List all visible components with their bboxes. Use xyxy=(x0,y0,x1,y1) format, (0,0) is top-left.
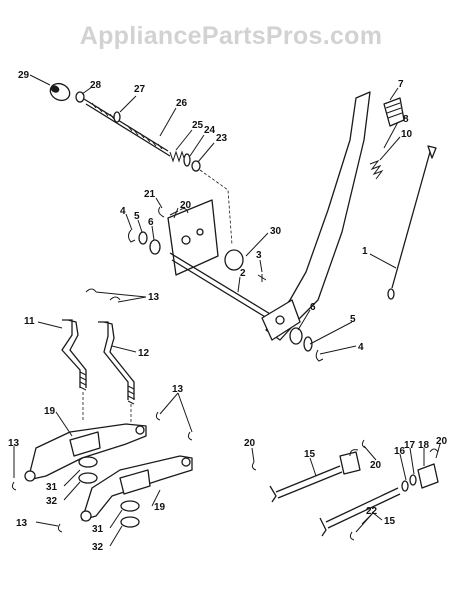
watermark-text: AppliancePartsPros.com xyxy=(80,22,383,50)
callout-5-left: 5 xyxy=(134,211,140,222)
callout-17: 17 xyxy=(404,440,416,451)
callout-20-left: 20 xyxy=(244,438,256,449)
callout-15-upper: 15 xyxy=(304,449,316,460)
callout-31-upper: 31 xyxy=(46,482,58,493)
callout-13-left: 13 xyxy=(8,438,20,449)
lift-shaft-assembly xyxy=(128,199,324,362)
callout-13-mid: 13 xyxy=(172,384,184,395)
callout-10: 10 xyxy=(401,129,413,140)
callout-2: 2 xyxy=(240,268,246,279)
callout-7: 7 xyxy=(398,79,404,90)
callout-8: 8 xyxy=(403,114,409,125)
callout-19-upper: 19 xyxy=(44,406,56,417)
callout-32-upper: 32 xyxy=(46,496,58,507)
callout-22: 21 xyxy=(144,189,156,200)
callout-16: 16 xyxy=(394,446,406,457)
knob-assembly xyxy=(49,82,233,246)
callout-6-right: 6 xyxy=(310,302,316,313)
callout-20-bottom: 22 xyxy=(366,506,378,517)
callout-13-bottom: 13 xyxy=(16,518,28,529)
callout-3: 3 xyxy=(256,250,262,261)
pto-linkage xyxy=(251,439,439,541)
leader-lines xyxy=(13,74,441,547)
callout-18: 18 xyxy=(418,440,430,451)
callout-24: 24 xyxy=(204,125,216,136)
callout-4-right: 4 xyxy=(358,342,364,353)
callout-15-lower: 15 xyxy=(384,516,396,527)
callout-19-lower: 19 xyxy=(154,502,166,513)
callout-21: 20 xyxy=(180,200,192,211)
callout-31-lower: 31 xyxy=(92,524,104,535)
callout-12: 12 xyxy=(138,348,150,359)
callout-11: 11 xyxy=(24,316,35,327)
callout-13-top: 13 xyxy=(148,292,160,303)
callout-23: 23 xyxy=(216,133,228,144)
callout-30: 30 xyxy=(270,226,282,237)
lift-handle-assembly xyxy=(261,91,437,341)
callout-20-right: 20 xyxy=(436,436,448,447)
callout-5-right: 5 xyxy=(350,314,356,325)
lift-links xyxy=(61,288,135,430)
callout-27: 27 xyxy=(134,84,146,95)
callout-6-left: 6 xyxy=(148,217,154,228)
lift-arms xyxy=(11,411,193,533)
callout-4-left: 4 xyxy=(120,206,126,217)
callout-20-center: 20 xyxy=(370,460,382,471)
callout-1: 1 xyxy=(362,246,368,257)
callout-29: 29 xyxy=(18,70,30,81)
callout-32-lower: 32 xyxy=(92,542,104,553)
callout-25: 25 xyxy=(192,120,204,131)
callout-28: 28 xyxy=(90,80,102,91)
callout-labels: 29 28 27 26 25 24 23 7 8 10 1 30 21 20 2… xyxy=(8,70,448,553)
callout-26: 26 xyxy=(176,98,188,109)
